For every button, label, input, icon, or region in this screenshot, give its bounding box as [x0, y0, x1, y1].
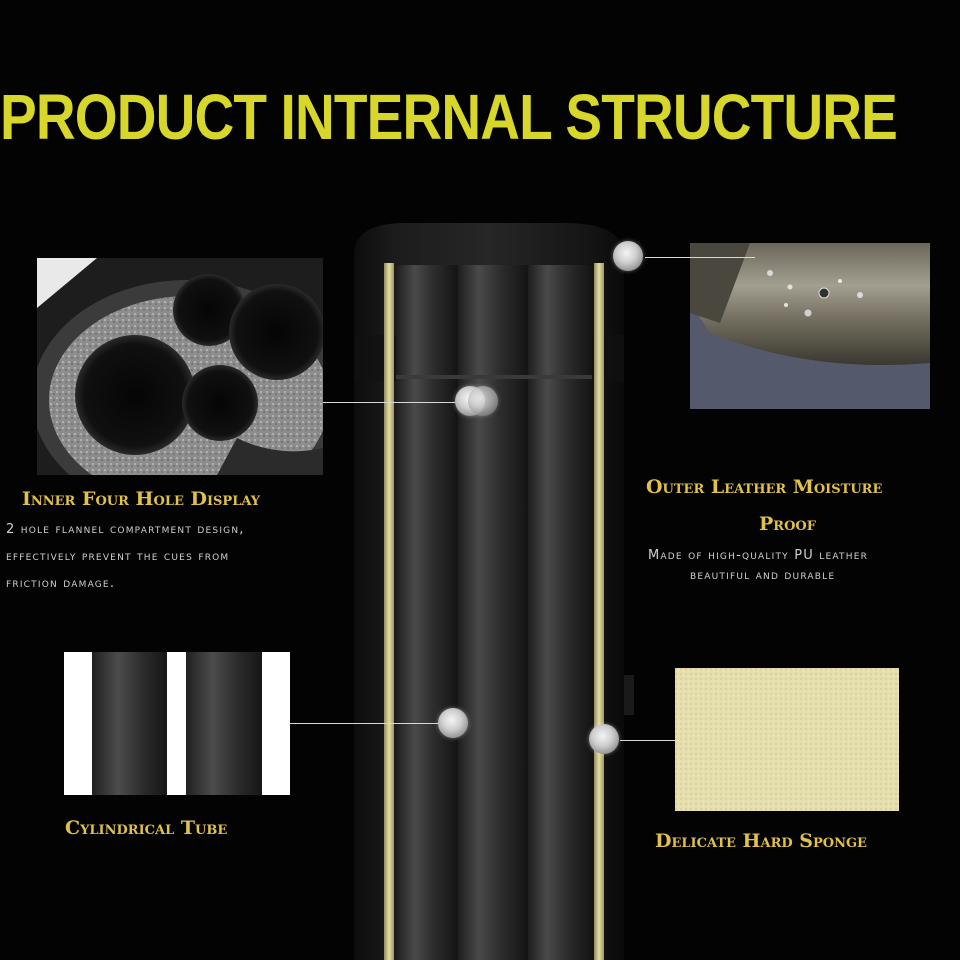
callout-dot-outer-leather [613, 241, 643, 271]
hole-top-left [173, 274, 245, 346]
four-hole-illustration [37, 258, 323, 475]
leather-closeup-photo [690, 243, 930, 409]
sponge-label: Delicate Hard Sponge [655, 830, 867, 852]
tube-label: Cylindrical Tube [65, 817, 228, 839]
cylindrical-tube-photo [64, 652, 290, 795]
sponge-swatch-photo [675, 668, 899, 811]
inner-hole-label: Inner Four Hole Display [22, 488, 261, 510]
hole-top-right [229, 284, 323, 380]
outer-leather-label-line-1: Outer Leather Moisture [646, 476, 883, 498]
hole-bottom-right [182, 365, 258, 441]
connector-inner-hole [323, 402, 468, 403]
side-handle [624, 675, 634, 715]
sponge-lining-left [384, 263, 394, 960]
connector-sponge [620, 740, 675, 741]
connector-outer-leather [645, 257, 755, 258]
leather-droplets-illustration [690, 243, 930, 409]
inner-hole-desc-line-2: effectively prevent the cues from [6, 549, 230, 564]
callout-dot-tube [438, 708, 468, 738]
inner-hole-desc-line-1: 2 hole flannel compartment design, [6, 522, 245, 537]
tube-divider-band [396, 375, 592, 379]
page-title: PRODUCT INTERNAL STRUCTURE [0, 81, 898, 153]
inner-tube-left [396, 265, 458, 960]
cue-case-cutaway [354, 223, 634, 960]
callout-dot-inner-hole-shadow [468, 386, 498, 416]
outer-leather-label-line-2: Proof [759, 513, 816, 535]
hole-bottom-left [75, 335, 195, 455]
inner-hole-desc-line-3: friction damage. [6, 576, 116, 591]
outer-leather-desc-line-1: Made of high-quality PU leather [648, 548, 869, 563]
tube-illustration [64, 652, 290, 795]
inner-tube-right [528, 265, 592, 960]
sponge-texture [675, 668, 899, 811]
outer-leather-desc-line-2: beautiful and durable [690, 568, 836, 583]
callout-dot-sponge [589, 724, 619, 754]
connector-tube [290, 723, 440, 724]
sponge-lining-right [594, 263, 604, 960]
four-hole-display-photo [37, 258, 323, 475]
inner-tube-middle [458, 265, 528, 960]
